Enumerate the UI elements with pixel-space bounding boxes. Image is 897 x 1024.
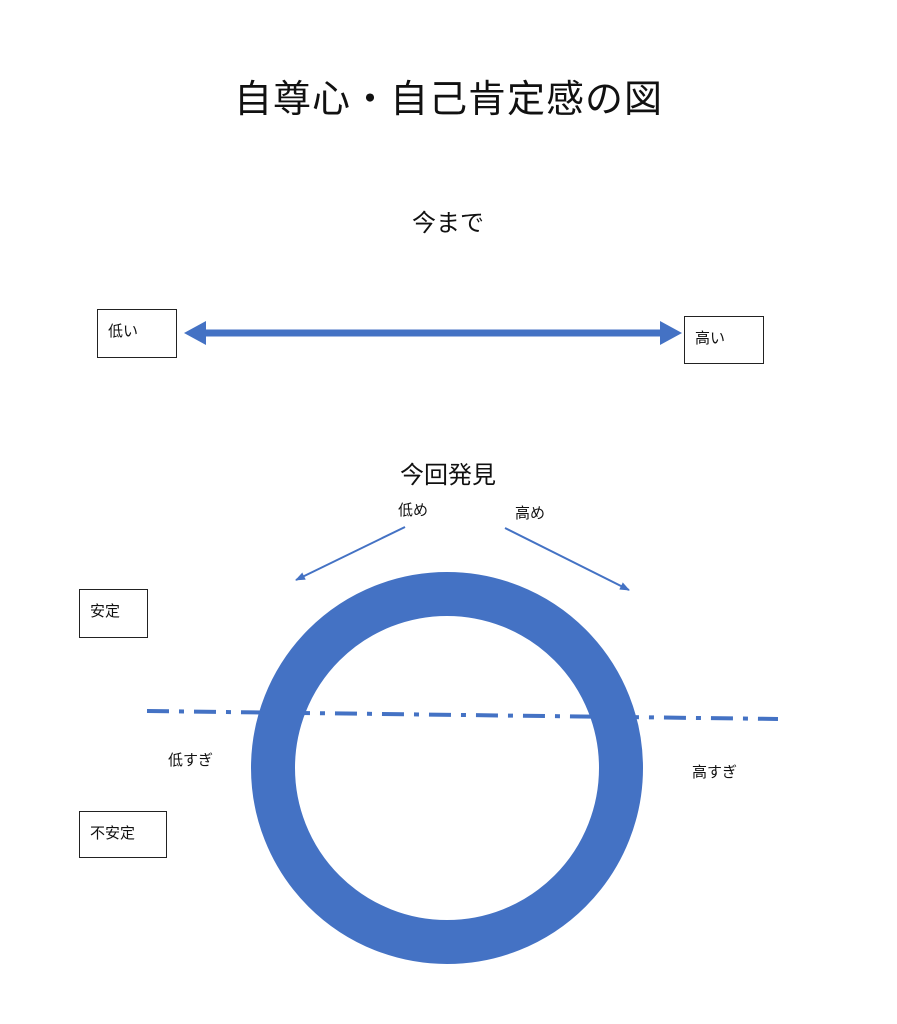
low-box: 低い <box>97 309 177 358</box>
diagram-title: 自尊心・自己肯定感の図 <box>233 77 663 121</box>
stable-box: 安定 <box>79 589 148 638</box>
stable-label: 安定 <box>90 602 121 620</box>
high-label: 高い <box>695 329 726 347</box>
high-box: 高い <box>684 316 764 364</box>
low-label: 低い <box>108 322 139 340</box>
lower-label: 低め <box>398 501 429 519</box>
stability-threshold-line <box>146 709 779 721</box>
too-low-label: 低すぎ <box>168 751 214 769</box>
higher-label: 高め <box>515 504 546 522</box>
low-high-double-arrow <box>184 321 682 345</box>
before-heading: 今まで <box>412 209 484 237</box>
self-esteem-ring <box>251 572 643 964</box>
higher-arrow <box>504 527 630 591</box>
discovery-heading: 今回発見 <box>400 461 496 489</box>
too-high-label: 高すぎ <box>692 763 738 781</box>
unstable-label: 不安定 <box>90 824 136 842</box>
lower-arrow <box>295 526 406 581</box>
unstable-box: 不安定 <box>79 811 167 858</box>
